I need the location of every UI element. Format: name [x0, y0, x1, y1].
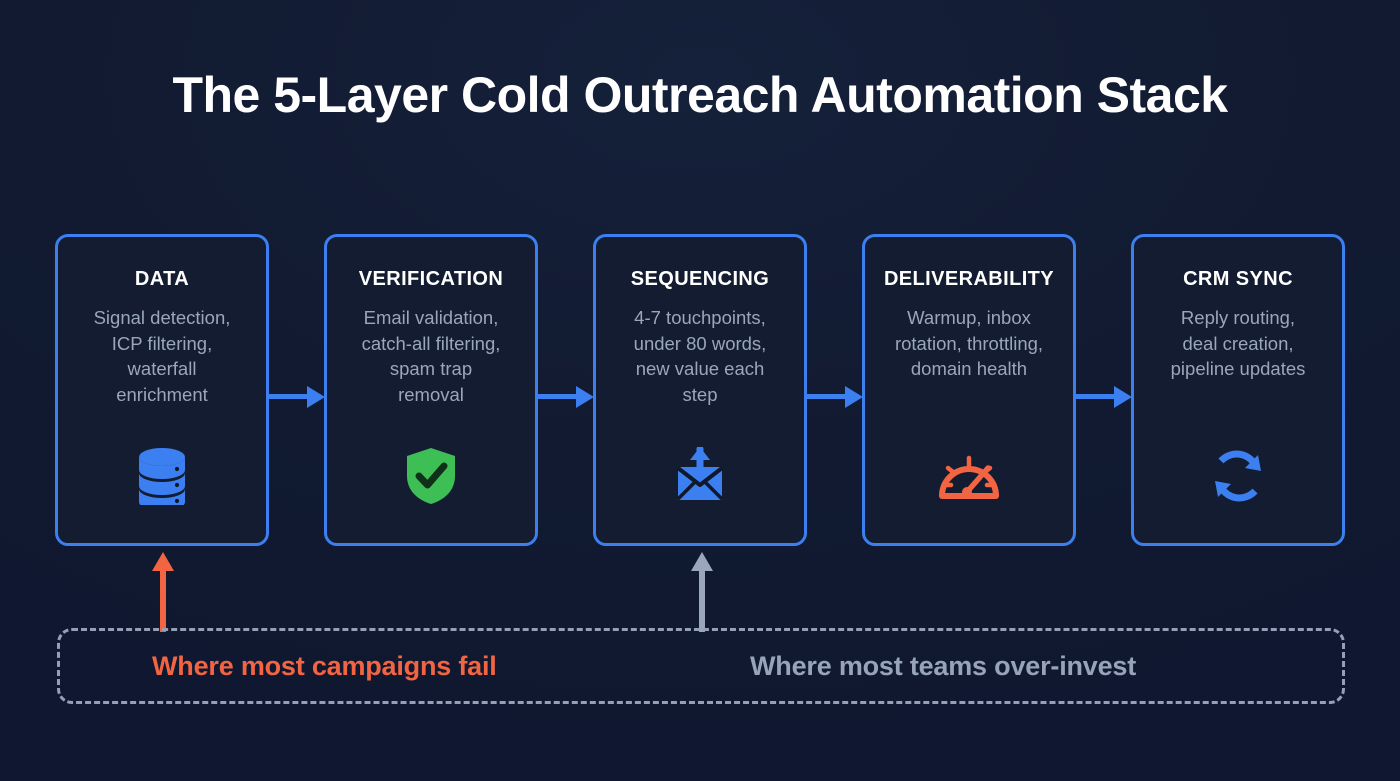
card-description: Reply routing, deal creation, pipeline u… [1170, 307, 1306, 380]
card-title: VERIFICATION [358, 268, 504, 290]
gauge-icon [865, 447, 1073, 505]
sync-arrows-icon [1134, 447, 1342, 505]
arrow-verification-to-sequencing [538, 386, 594, 408]
card-description: 4-7 touchpoints, under 80 words, new val… [633, 307, 767, 405]
callout-label-campaigns-fail: Where most campaigns fail [152, 650, 497, 681]
envelope-send-icon [596, 447, 804, 505]
card-title: SEQUENCING [630, 268, 770, 290]
database-icon [58, 447, 266, 505]
card-data[interactable]: DATA Signal detection, ICP filtering, wa… [55, 234, 269, 546]
callout-arrow-campaigns-fail [152, 552, 174, 632]
card-sequencing[interactable]: SEQUENCING 4-7 touchpoints, under 80 wor… [593, 234, 807, 546]
card-description: Email validation, catch-all filtering, s… [361, 307, 501, 405]
callout-label-teams-over-invest: Where most teams over-invest [750, 650, 1137, 681]
card-verification[interactable]: VERIFICATION Email validation, catch-all… [324, 234, 538, 546]
card-crm-sync[interactable]: CRM SYNC Reply routing, deal creation, p… [1131, 234, 1345, 546]
card-description: Signal detection, ICP filtering, waterfa… [93, 307, 231, 405]
card-title: DELIVERABILITY [883, 268, 1055, 290]
card-description: Warmup, inbox rotation, throttling, doma… [894, 307, 1044, 380]
arrow-data-to-verification [269, 386, 325, 408]
page-title: The 5-Layer Cold Outreach Automation Sta… [172, 67, 1228, 123]
arrow-deliverability-to-crm [1076, 386, 1132, 408]
callout-dashed-box: Where most campaigns fail Where most tea… [57, 628, 1345, 704]
stack-layer-cards: DATA Signal detection, ICP filtering, wa… [55, 234, 1345, 546]
card-deliverability[interactable]: DELIVERABILITY Warmup, inbox rotation, t… [862, 234, 1076, 546]
card-title: CRM SYNC [1183, 268, 1293, 290]
card-title: DATA [134, 268, 190, 290]
callout-arrow-teams-over-invest [691, 552, 713, 632]
arrow-sequencing-to-deliverability [807, 386, 863, 408]
shield-check-icon [327, 447, 535, 505]
